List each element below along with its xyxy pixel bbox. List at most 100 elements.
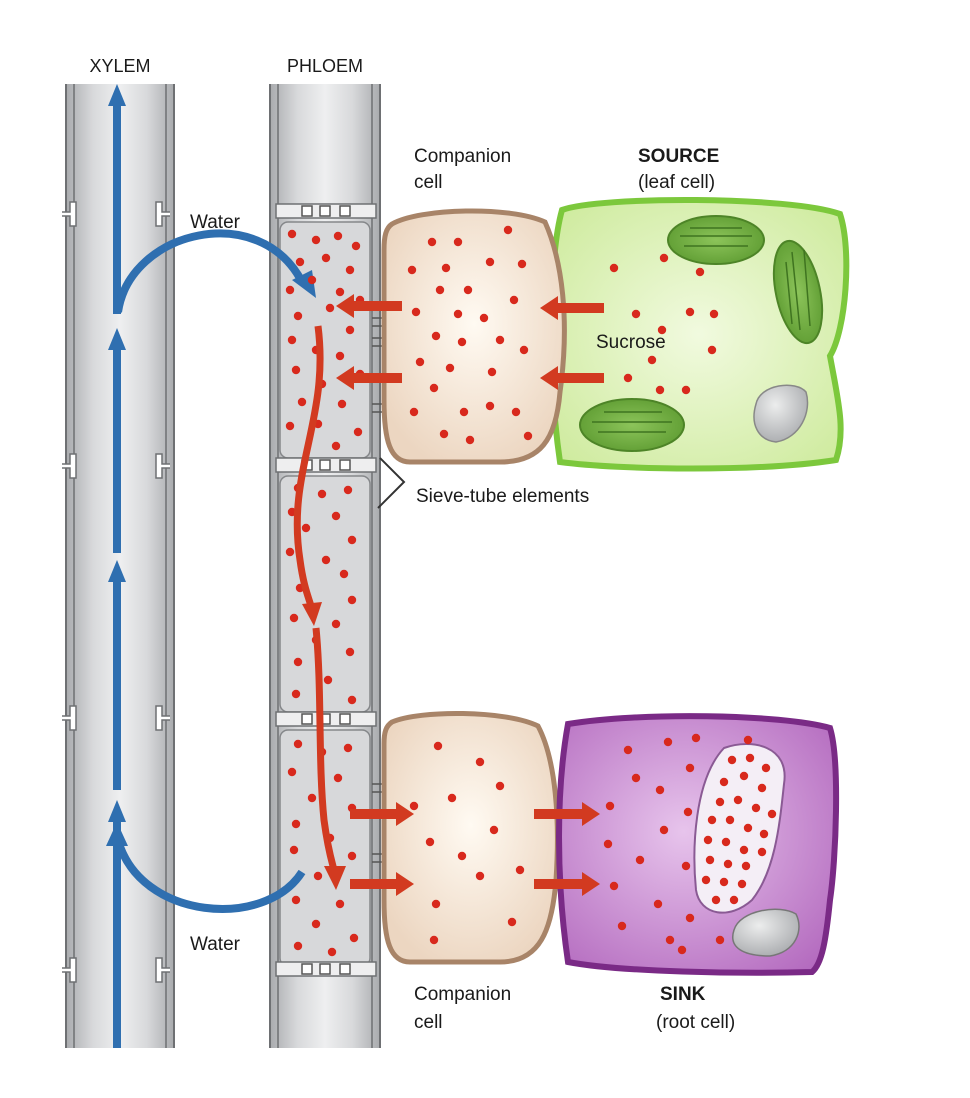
sucrose-dot — [345, 265, 355, 275]
xylem-label: XYLEM — [89, 56, 150, 76]
sieve-pore — [319, 963, 331, 975]
sucrose-dot — [705, 855, 715, 865]
sucrose-dot — [311, 919, 321, 929]
sucrose-dot — [605, 801, 615, 811]
sucrose-dot — [655, 385, 665, 395]
sink-label: SINK — [660, 984, 706, 1005]
sucrose-dot — [677, 945, 687, 955]
xylem-pit — [155, 957, 170, 983]
sucrose-dot — [307, 275, 317, 285]
sucrose-dot — [407, 265, 417, 275]
sucrose-dot — [663, 737, 673, 747]
sucrose-dot — [507, 917, 517, 927]
xylem-pit — [62, 201, 77, 227]
sucrose-dot — [333, 773, 343, 783]
sucrose-dot — [331, 619, 341, 629]
sucrose-dot — [311, 235, 321, 245]
sucrose-dot — [317, 489, 327, 499]
sucrose-dot — [325, 303, 335, 313]
sucrose-dot — [685, 307, 695, 317]
sucrose-dot — [429, 383, 439, 393]
sucrose-dot — [339, 569, 349, 579]
sucrose-dot — [447, 793, 457, 803]
companion-cell-bottom-label-line2: cell — [414, 1012, 443, 1033]
companion-cell-top-label-line1: Companion — [414, 146, 511, 167]
sucrose-dot — [647, 355, 657, 365]
sucrose-dot — [517, 259, 527, 269]
sucrose-dot — [609, 881, 619, 891]
sucrose-dot — [285, 285, 295, 295]
sucrose-dot — [495, 335, 505, 345]
sucrose-dot — [631, 773, 641, 783]
xylem-pit — [62, 705, 77, 731]
source-sublabel: (leaf cell) — [638, 172, 715, 193]
sucrose-dot — [293, 657, 303, 667]
sucrose-dot — [343, 743, 353, 753]
flow-arrow-head — [582, 872, 600, 896]
sucrose-dot — [631, 309, 641, 319]
sucrose-dot — [743, 823, 753, 833]
sucrose-dot — [609, 263, 619, 273]
sucrose-dot — [515, 865, 525, 875]
sucrose-dot — [759, 829, 769, 839]
sucrose-dot — [719, 777, 729, 787]
sucrose-dot — [331, 441, 341, 451]
sieve-pore — [319, 205, 331, 217]
sucrose-dot — [287, 767, 297, 777]
water-label-top: Water — [190, 212, 241, 233]
sieve-pore — [301, 713, 313, 725]
sucrose-dot — [289, 613, 299, 623]
sucrose-dot — [495, 781, 505, 791]
sucrose-dot — [623, 745, 633, 755]
xylem-pits — [62, 201, 170, 983]
phloem-tube — [269, 84, 392, 1048]
flow-arrow-head — [396, 872, 414, 896]
xylem-pit — [155, 201, 170, 227]
sucrose-dot — [431, 331, 441, 341]
sucrose-dot — [719, 877, 729, 887]
sucrose-dot — [293, 311, 303, 321]
sucrose-dot — [707, 815, 717, 825]
sucrose-dot — [409, 801, 419, 811]
phloem-label: PHLOEM — [287, 56, 363, 76]
root-nucleus — [732, 908, 800, 957]
sucrose-dot — [523, 431, 533, 441]
sucrose-dot — [321, 253, 331, 263]
sucrose-dot — [285, 547, 295, 557]
chloroplast-top — [667, 215, 765, 265]
sucrose-dot — [457, 337, 467, 347]
sucrose-dot — [751, 803, 761, 813]
sucrose-dot — [729, 895, 739, 905]
flow-arrow-head — [540, 296, 558, 320]
sucrose-dot — [353, 427, 363, 437]
sucrose-dot — [691, 733, 701, 743]
phloem-flow-arrow-lower-head — [324, 866, 346, 890]
sucrose-dot — [343, 485, 353, 495]
flow-arrow-head — [540, 366, 558, 390]
source-label: SOURCE — [638, 146, 719, 167]
sucrose-dot — [733, 795, 743, 805]
sieve-pore — [301, 963, 313, 975]
sucrose-dot — [475, 871, 485, 881]
sucrose-dot — [485, 257, 495, 267]
sucrose-dot — [767, 809, 777, 819]
sucrose-dot — [725, 815, 735, 825]
sucrose-dot — [331, 511, 341, 521]
sucrose-dot — [293, 941, 303, 951]
sucrose-dot — [289, 845, 299, 855]
sucrose-dot — [409, 407, 419, 417]
sucrose-dot — [335, 287, 345, 297]
sucrose-dot — [347, 851, 357, 861]
flow-arrow-head — [582, 802, 600, 826]
sucrose-dot — [431, 899, 441, 909]
sucrose-dot — [291, 689, 301, 699]
sucrose-dot — [415, 357, 425, 367]
flow-arrow-head — [396, 802, 414, 826]
sucrose-dot — [683, 807, 693, 817]
sucrose-dot — [519, 345, 529, 355]
sucrose-molecules — [285, 225, 777, 957]
sucrose-dot — [435, 285, 445, 295]
sucrose-dot — [457, 851, 467, 861]
sucrose-dot — [453, 237, 463, 247]
